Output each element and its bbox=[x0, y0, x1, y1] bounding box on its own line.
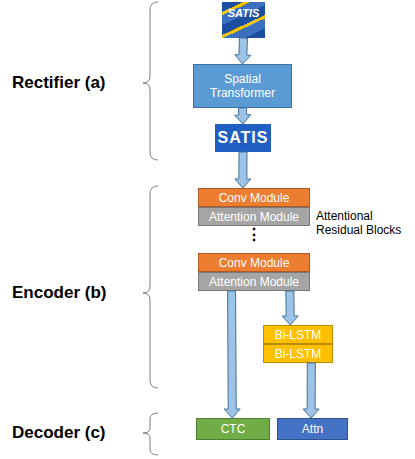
node-text: Attn bbox=[302, 422, 323, 436]
block-arrow bbox=[303, 363, 319, 418]
annotation-text: Attentional Residual Blocks bbox=[316, 209, 412, 237]
section-label: Rectifier (a) bbox=[12, 73, 142, 92]
decoder-box: Attn bbox=[277, 418, 348, 440]
bilstm-box: Bi-LSTM bbox=[263, 344, 333, 363]
node-text: Attention Module bbox=[209, 275, 299, 289]
node-text: Attention Module bbox=[209, 210, 299, 224]
node-text: Spatial Transformer bbox=[194, 72, 291, 100]
curly-bracket bbox=[143, 413, 158, 455]
node-text: Conv Module bbox=[219, 256, 290, 270]
bilstm-box: Bi-LSTM bbox=[263, 325, 333, 344]
node-text: SATIS bbox=[218, 131, 269, 145]
attention-module: Attention Module bbox=[198, 207, 310, 226]
node-text: CTC bbox=[221, 422, 246, 436]
node-text: Bi-LSTM bbox=[275, 328, 322, 342]
decoder-box: CTC bbox=[196, 418, 270, 440]
section-label: Encoder (b) bbox=[12, 283, 142, 302]
node-text: Conv Module bbox=[219, 191, 290, 205]
block-arrow bbox=[235, 152, 251, 188]
conv-module: Conv Module bbox=[198, 188, 310, 207]
curly-bracket bbox=[143, 186, 158, 388]
conv-module: Conv Module bbox=[198, 253, 310, 272]
node-text: Bi-LSTM bbox=[275, 347, 322, 361]
node-text: SATIS bbox=[228, 6, 260, 20]
block-arrow bbox=[235, 38, 251, 64]
section-label: Decoder (c) bbox=[12, 423, 142, 442]
curly-bracket bbox=[143, 2, 158, 160]
block-arrow bbox=[224, 291, 240, 418]
ellipsis-mark: ⋮ bbox=[246, 226, 266, 244]
block-arrow bbox=[235, 108, 251, 124]
block-arrow bbox=[282, 291, 298, 325]
input-image: SATIS bbox=[222, 2, 265, 38]
process-box: Spatial Transformer bbox=[193, 64, 292, 108]
attention-module: Attention Module bbox=[198, 272, 310, 291]
rectified-image: SATIS bbox=[215, 124, 271, 152]
